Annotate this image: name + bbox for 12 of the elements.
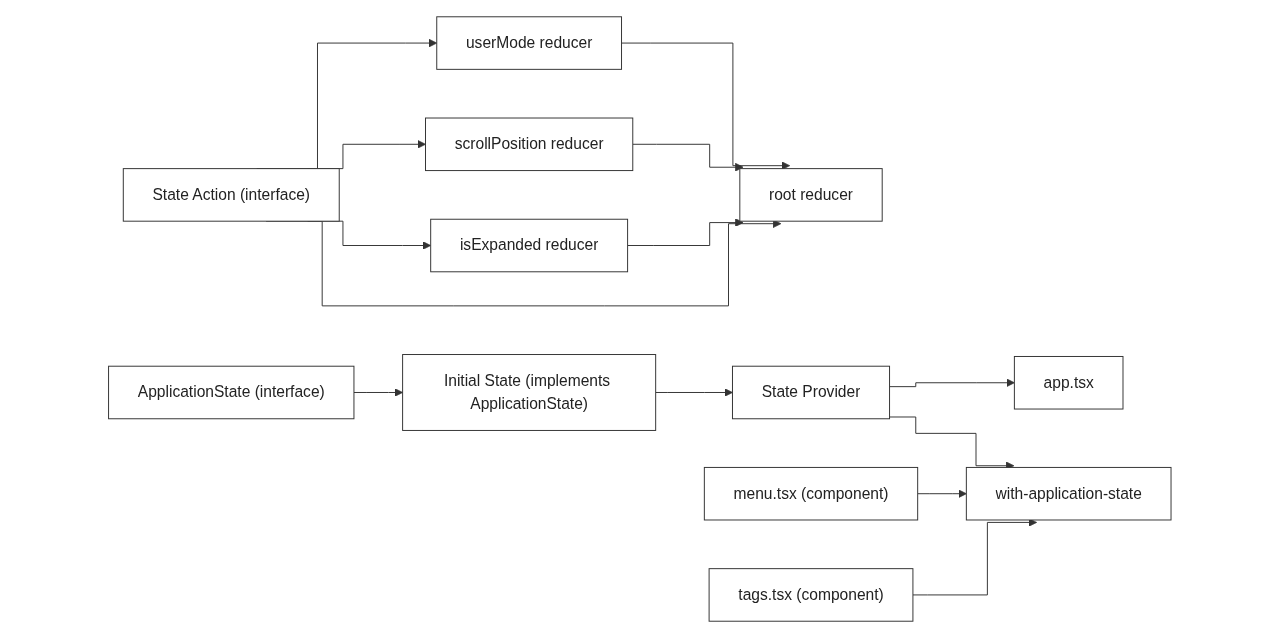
node-box: with-application-state [966,466,1172,520]
node-box: tags.tsx (component) [708,567,914,622]
node-box: scrollPosition reducer [425,117,634,171]
node-box: app.tsx [1014,355,1124,409]
node-box: isExpanded reducer [430,218,629,272]
node-box: State Provider [732,365,891,419]
node-box: State Action (interface) [123,167,340,222]
node-box: userMode reducer [436,15,623,70]
node-box: Initial State (implements ApplicationState) [402,353,657,431]
node-box: menu.tsx (component) [704,466,919,520]
node-box: ApplicationState (interface) [108,365,355,419]
node-box: root reducer [739,167,883,222]
